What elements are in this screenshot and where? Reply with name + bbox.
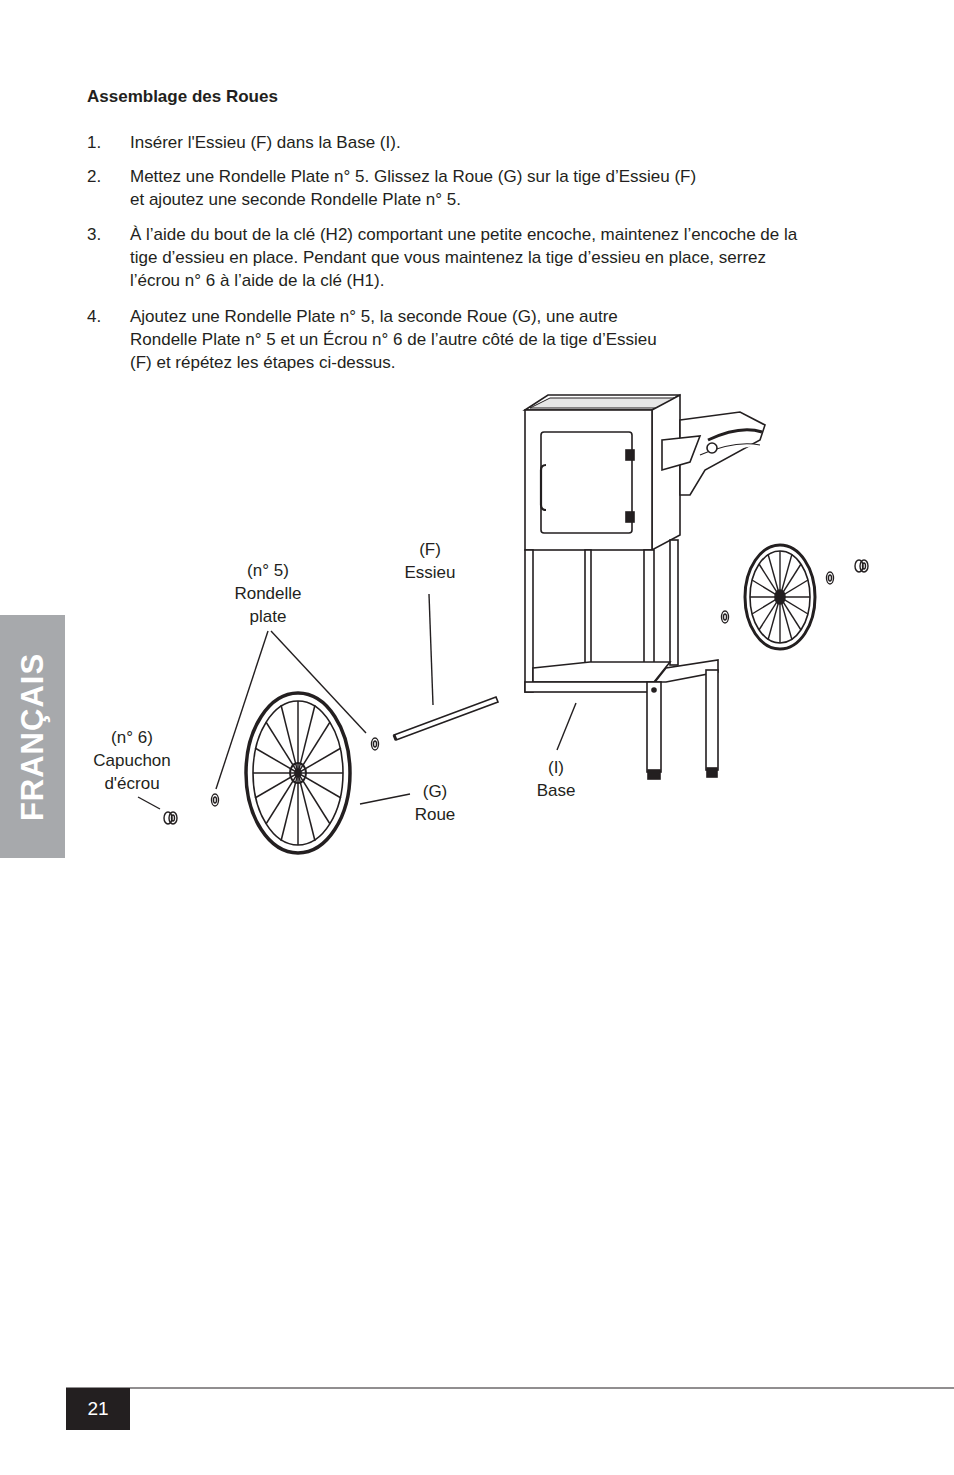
step-text: Insérer l'Essieu (F) dans la Base (I). — [130, 131, 830, 154]
page-number-box: 21 — [66, 1388, 130, 1430]
cart-drawing — [525, 395, 765, 779]
step-number: 1. — [87, 131, 101, 154]
wheel-drawing — [745, 545, 815, 649]
tab-text: FRANÇAIS — [15, 652, 51, 820]
page-number: 21 — [87, 1398, 108, 1420]
part-label: (n° 5) Rondelle plate — [222, 559, 314, 628]
nut-cap-drawing — [164, 560, 868, 824]
step-text: Ajoutez une Rondelle Plate n° 5, la seco… — [130, 305, 675, 374]
step-text: À l’aide du bout de la clé (H2) comporta… — [130, 223, 798, 292]
step-number: 2. — [87, 165, 101, 188]
language-tab: FRANÇAIS — [0, 615, 65, 858]
section-heading: Assemblage des Roues — [87, 85, 278, 108]
part-label: (I) Base — [530, 756, 582, 802]
leader-line — [138, 594, 576, 809]
step-text: Mettez une Rondelle Plate n° 5. Glissez … — [130, 165, 705, 211]
part-label: (n° 6) Capuchon d'écrou — [80, 726, 184, 795]
washer-drawing — [212, 572, 834, 806]
axle-drawing — [394, 697, 498, 740]
step-number: 3. — [87, 223, 101, 246]
wheel-drawing — [246, 693, 350, 853]
step-number: 4. — [87, 305, 101, 328]
page-rule — [66, 1388, 954, 1389]
part-label: (F) Essieu — [399, 538, 461, 584]
part-label: (G) Roue — [406, 780, 464, 826]
